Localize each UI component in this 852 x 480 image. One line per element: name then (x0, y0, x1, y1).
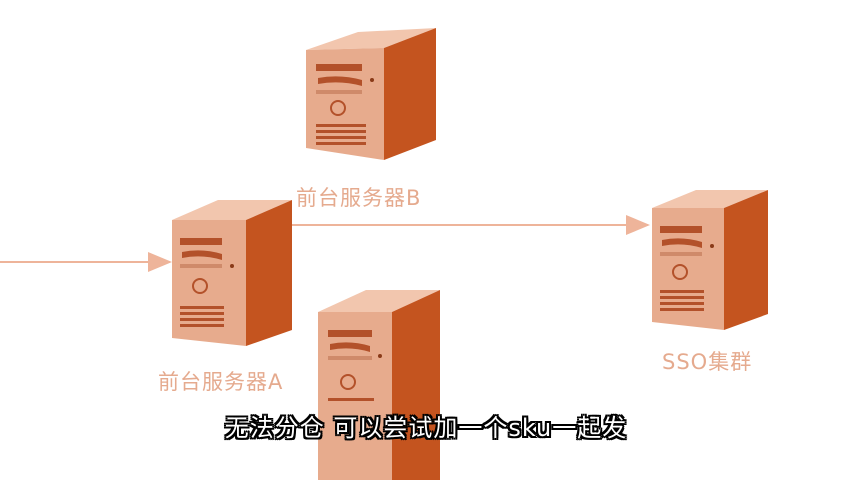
server-c-node (314, 272, 444, 480)
sso-label: SSO集群 (662, 350, 753, 374)
server-icon (306, 28, 436, 160)
sso-node (648, 172, 772, 332)
video-subtitle: 无法分仓 可以尝试加一个sku一起发 (224, 414, 628, 442)
server-a-node (168, 180, 296, 348)
server-icon (318, 290, 440, 480)
server-icon (172, 200, 292, 346)
server-b-node (300, 8, 440, 160)
server-b-label: 前台服务器B (296, 186, 422, 210)
server-a-label: 前台服务器A (158, 370, 284, 394)
server-icon (652, 190, 768, 330)
